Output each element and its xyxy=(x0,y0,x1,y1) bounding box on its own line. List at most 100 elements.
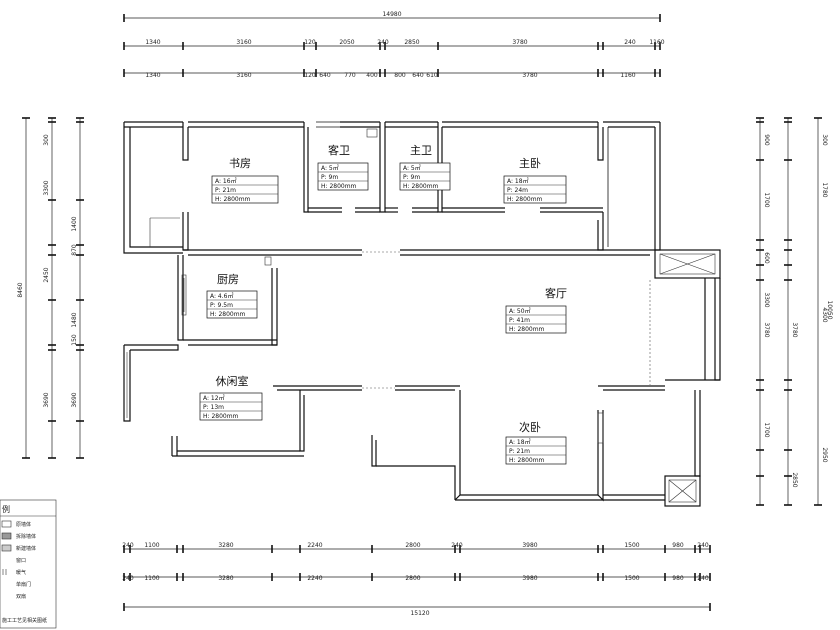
legend-item-2: 新建墙体 xyxy=(16,545,36,552)
room-area-guest-bath: A: 5㎡ xyxy=(321,164,339,172)
bottom-dim-a-1: 1100 xyxy=(144,542,159,549)
room-height-kitchen: H: 2800mm xyxy=(210,311,246,318)
left-total-dim: 8460 xyxy=(17,282,24,297)
right-dim-a-6: 1700 xyxy=(763,422,770,437)
bottom-dim-a-3: 2240 xyxy=(307,542,322,549)
legend-title: 例 xyxy=(2,504,10,514)
bottom-dim-b-1: 1100 xyxy=(144,575,159,582)
top-dim-b-9: 3780 xyxy=(522,72,537,79)
bottom-total-dim: 15120 xyxy=(410,610,429,617)
bottom-dim-b-4: 2800 xyxy=(405,575,420,582)
left-dim-3: 870 xyxy=(71,244,78,256)
room-height-study: H: 2800mm xyxy=(215,196,251,203)
top-dim-a-8: 1160 xyxy=(649,39,664,46)
room-height-living-room: H: 2800mm xyxy=(509,326,545,333)
room-area-study: A: 16㎡ xyxy=(215,177,237,185)
right-total-dim: 10050 xyxy=(826,300,833,319)
walls xyxy=(123,121,721,507)
top-dim-a-3: 2050 xyxy=(339,39,354,46)
room-perimeter-master-bath: P: 9m xyxy=(403,174,420,181)
left-dim-4: 2450 xyxy=(43,267,50,282)
top-dim-a-7: 240 xyxy=(624,39,636,46)
bottom-dim-a-8: 980 xyxy=(672,542,684,549)
top-dim-a-6: 3780 xyxy=(512,39,527,46)
room-name-leisure-room: 休闲室 xyxy=(216,374,249,388)
room-name-study: 书房 xyxy=(229,157,251,170)
room-height-master-bedroom: H: 2800mm xyxy=(507,196,543,203)
room-name-living-room: 客厅 xyxy=(545,286,567,300)
left-dim-2: 1400 xyxy=(71,216,78,231)
room-area-kitchen: A: 4.6㎡ xyxy=(210,292,233,300)
top-total-dim: 14980 xyxy=(382,11,401,18)
legend-item-6: 双扇 xyxy=(16,593,26,600)
top-dim-b-3: 640 xyxy=(319,72,331,79)
right-dim-a-1: 1700 xyxy=(763,192,770,207)
bottom-dim-b-7: 980 xyxy=(672,575,684,582)
room-name-master-bath: 主卫 xyxy=(410,144,432,157)
legend-item-3: 窗口 xyxy=(16,557,26,564)
top-dim-b-8: 610 xyxy=(426,72,438,79)
top-dim-a-0: 1340 xyxy=(145,39,160,46)
top-dim-a-5: 2850 xyxy=(404,39,419,46)
bottom-dim-a-0: 240 xyxy=(122,542,134,549)
room-area-second-bedroom: A: 18㎡ xyxy=(509,438,531,446)
top-dim-b-2: 120 xyxy=(304,72,316,79)
room-info-master-bedroom: A: 18㎡ P: 24m H: 2800mm xyxy=(503,175,567,204)
room-perimeter-master-bedroom: P: 24m xyxy=(507,187,528,194)
room-height-guest-bath: H: 2800mm xyxy=(321,183,357,190)
right-dim-a-0: 900 xyxy=(763,134,770,146)
legend-item-0: 原墙体 xyxy=(16,521,31,528)
bottom-dim-b-8: 240 xyxy=(697,575,709,582)
left-dim-6: 150 xyxy=(71,334,78,346)
right-dim-b-3: 2950 xyxy=(821,447,828,462)
room-name-kitchen: 厨房 xyxy=(217,273,239,286)
room-info-study: A: 16㎡ P: 21m H: 2800mm xyxy=(211,175,279,204)
top-dim-a-4: 240 xyxy=(377,39,389,46)
bottom-dim-b-3: 2240 xyxy=(307,575,322,582)
room-perimeter-guest-bath: P: 9m xyxy=(321,174,338,181)
bottom-dim-b-6: 1500 xyxy=(624,575,639,582)
top-dim-a-1: 3160 xyxy=(236,39,251,46)
legend-footnote: 施工工艺见相关图纸 xyxy=(2,617,47,624)
room-area-master-bedroom: A: 18㎡ xyxy=(507,177,529,185)
left-dim-5: 1480 xyxy=(71,312,78,327)
top-dim-b-6: 800 xyxy=(394,72,406,79)
legend-item-5: 单扇门 xyxy=(16,581,31,588)
bottom-dim-b-2: 3280 xyxy=(218,575,233,582)
room-perimeter-study: P: 21m xyxy=(215,187,236,194)
right-dim-b-1: 1780 xyxy=(821,182,828,197)
legend-item-4: 暖气 xyxy=(16,569,26,576)
right-dim-a-2: 3300 xyxy=(763,292,770,307)
top-dim-b-1: 3160 xyxy=(236,72,251,79)
right-dim-b-2: 4300 xyxy=(821,307,828,322)
room-area-living-room: A: 50㎡ xyxy=(509,307,531,315)
bottom-dim-b-0: 240 xyxy=(122,575,134,582)
bottom-dim-a-9: 240 xyxy=(697,542,709,549)
top-dim-b-7: 640 xyxy=(412,72,424,79)
room-info-guest-bath: A: 5㎡ P: 9m H: 2800mm xyxy=(317,162,369,191)
room-name-master-bedroom: 主卧 xyxy=(519,157,541,170)
legend-item-1: 拆除墙体 xyxy=(16,533,36,540)
bottom-dim-a-4: 2800 xyxy=(405,542,420,549)
top-dim-a-2: 120 xyxy=(304,39,316,46)
left-dim-0: 300 xyxy=(43,134,50,146)
left-dim-1: 3300 xyxy=(43,180,50,195)
room-perimeter-second-bedroom: P: 21m xyxy=(509,448,530,455)
top-dim-b-10: 1160 xyxy=(620,72,635,79)
room-name-second-bedroom: 次卧 xyxy=(519,420,541,434)
room-area-leisure-room: A: 12㎡ xyxy=(203,394,225,402)
room-height-leisure-room: H: 2800mm xyxy=(203,413,239,420)
bottom-dim-a-2: 3280 xyxy=(218,542,233,549)
room-area-master-bath: A: 5㎡ xyxy=(403,164,421,172)
